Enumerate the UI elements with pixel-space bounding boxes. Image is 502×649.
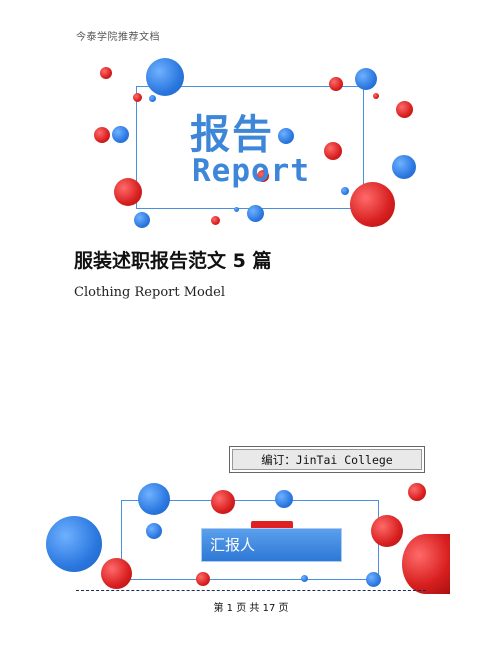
decor-circle-icon: [149, 95, 156, 102]
decor-circle-icon: [396, 101, 413, 118]
decor-circle-icon: [301, 575, 308, 582]
document-title: 服装述职报告范文 5 篇: [74, 250, 272, 272]
decor-circle-icon: [247, 205, 264, 222]
decor-circle-icon: [146, 523, 162, 539]
decor-circle-icon: [138, 483, 170, 515]
decor-circle-icon: [114, 178, 142, 206]
decor-circle-icon: [278, 128, 294, 144]
decor-circle-icon: [46, 516, 102, 572]
decor-circle-icon: [133, 93, 142, 102]
decor-circle-icon: [146, 58, 184, 96]
decor-circle-icon: [94, 127, 110, 143]
decor-circle-icon: [234, 207, 239, 212]
decor-circle-icon: [329, 77, 343, 91]
decor-circle-icon: [392, 155, 416, 179]
decor-circle-icon: [211, 490, 235, 514]
decor-circle-icon: [257, 170, 269, 182]
decor-circle-icon: [101, 558, 132, 589]
decor-circle-icon: [373, 93, 379, 99]
decor-circle-icon: [355, 68, 377, 90]
footer-page-number: 第 1 页 共 17 页: [213, 603, 289, 614]
reporter-label: 汇报人: [201, 528, 342, 562]
decor-circle-icon: [196, 572, 210, 586]
footer-divider: [76, 590, 426, 591]
header-site-name: 今泰学院推荐文档: [76, 32, 160, 43]
decor-circle-icon: [134, 212, 150, 228]
decor-circle-icon: [100, 67, 112, 79]
decor-circle-icon: [408, 483, 426, 501]
decor-circle-icon: [324, 142, 342, 160]
cover-subtitle: Report: [192, 153, 310, 189]
decor-circle-icon: [112, 126, 129, 143]
decor-circle-icon: [350, 182, 395, 227]
decor-circle-icon: [371, 515, 403, 547]
decor-circle-icon: [341, 187, 349, 195]
editor-label: 编订：JinTai College: [229, 446, 425, 473]
decor-circle-icon: [275, 490, 293, 508]
decor-circle-icon: [211, 216, 220, 225]
cover-title: 报告: [190, 112, 274, 158]
document-subtitle: Clothing Report Model: [74, 285, 226, 300]
decor-circle-icon: [366, 572, 381, 587]
decor-circle-icon: [402, 534, 450, 594]
